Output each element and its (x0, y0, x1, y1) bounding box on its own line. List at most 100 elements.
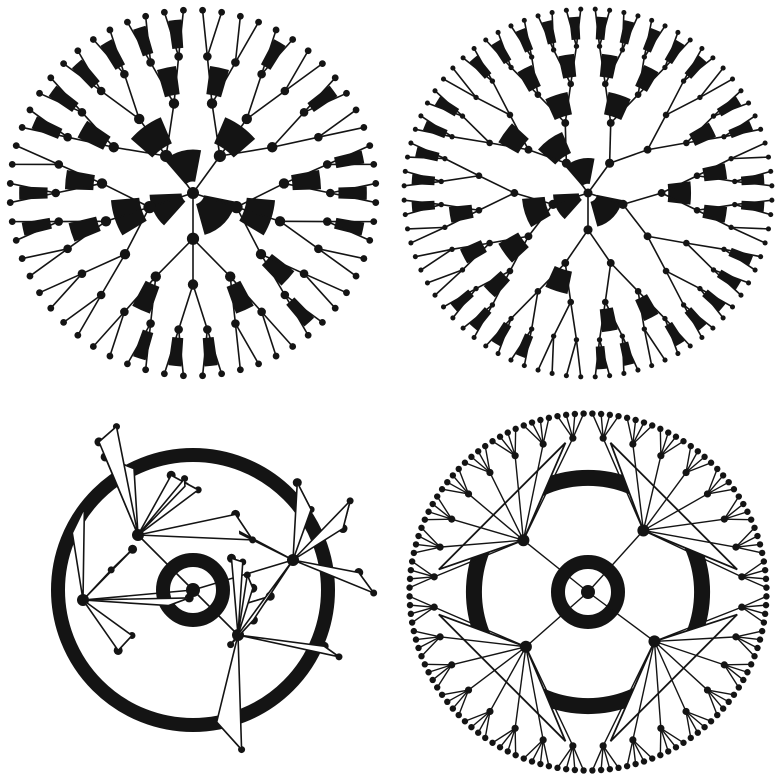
tree-edge (610, 123, 611, 163)
tree-node (143, 201, 155, 213)
leaf-node (418, 653, 424, 659)
tree-node (408, 240, 413, 245)
tree-node (13, 142, 20, 149)
tree-node (649, 363, 654, 368)
tree-edge (285, 64, 323, 91)
tree-edge (93, 312, 124, 347)
tree-node (507, 112, 514, 119)
tree-node (540, 440, 547, 447)
tree-edge (622, 13, 624, 50)
tree-node (425, 280, 430, 285)
leaf-node (409, 619, 415, 625)
leaf-node (450, 472, 456, 478)
tree-edge (648, 143, 687, 150)
tree-edge (78, 295, 101, 335)
tree-node (510, 189, 518, 197)
leaf-node (720, 705, 726, 711)
triangle-face (217, 635, 242, 750)
tree-edge (700, 79, 733, 97)
leaf-node (462, 460, 468, 466)
tree-node (711, 267, 716, 272)
tree-edge (742, 561, 764, 576)
leaf-node (720, 472, 726, 478)
node-layer (406, 410, 769, 773)
sector-wedge (133, 330, 153, 361)
tree-edge (64, 295, 102, 322)
tree-node (448, 516, 455, 523)
tree-edge (412, 561, 434, 576)
leaf-node (763, 584, 769, 590)
tree-edge (736, 528, 755, 547)
tree-node (323, 160, 332, 169)
tree-node (682, 708, 689, 715)
tree-node (314, 245, 323, 254)
tree-node (738, 88, 743, 93)
tree-edge (566, 340, 576, 376)
tree-node (697, 286, 702, 291)
tree-edge (731, 227, 765, 243)
leaf-node (759, 628, 765, 634)
tree-edge (193, 239, 230, 277)
tree-edge (742, 607, 765, 614)
leaf-node (762, 611, 768, 617)
tree-node (486, 469, 493, 476)
leaf-node (589, 410, 595, 416)
tree-edge (304, 274, 335, 308)
tree-node (180, 7, 187, 14)
tree-edge (411, 227, 445, 243)
leaf-node (546, 415, 552, 421)
tree-node (730, 304, 735, 309)
tree-edge (576, 340, 580, 377)
leaf-node (475, 730, 481, 736)
tree-node (326, 189, 335, 198)
tree-node (694, 172, 701, 179)
tree-node (256, 249, 266, 259)
leaf-node (505, 429, 511, 435)
tree-node (124, 19, 131, 26)
tree-node (19, 255, 26, 262)
tree-node (450, 315, 455, 320)
tree-node (442, 156, 447, 161)
leaf-node (521, 422, 527, 428)
tree-node (472, 335, 477, 340)
leaf-node (413, 541, 419, 547)
leaf-node (580, 767, 586, 773)
tree-edge (736, 631, 762, 637)
leaf-node (411, 628, 417, 634)
leaf-node (763, 576, 769, 582)
tree-edge (736, 547, 762, 553)
tree-node (758, 127, 763, 132)
tree-node (682, 469, 689, 476)
tree-node (36, 289, 43, 296)
tree-node (637, 524, 649, 536)
tree-node (768, 169, 773, 174)
tree-edge (262, 312, 276, 356)
leaf-node (418, 525, 424, 531)
tree-node (711, 113, 716, 118)
tree-node (732, 544, 739, 551)
tree-node (449, 134, 454, 139)
tree-node (732, 633, 739, 640)
tree-node (517, 534, 529, 546)
leaf-node (430, 501, 436, 507)
tree-node (441, 304, 446, 309)
tree-edge (179, 285, 193, 330)
tree-node (605, 159, 614, 168)
tree-node (574, 337, 579, 342)
tree-node (405, 226, 410, 231)
tree-node (473, 95, 478, 100)
tree-node (681, 302, 686, 307)
tree-edge (459, 690, 469, 715)
tree-edge (557, 746, 572, 768)
tree-node (319, 319, 326, 326)
tree-edge (707, 690, 717, 715)
tree-edge (648, 236, 667, 271)
tree-node (300, 108, 309, 117)
tree-edge (479, 193, 514, 210)
tree-node (629, 440, 636, 447)
tree-edge (552, 13, 554, 50)
leaf-node (572, 767, 578, 773)
tree-node (461, 326, 466, 331)
tree-edge (724, 665, 743, 680)
tree-node (662, 23, 667, 28)
